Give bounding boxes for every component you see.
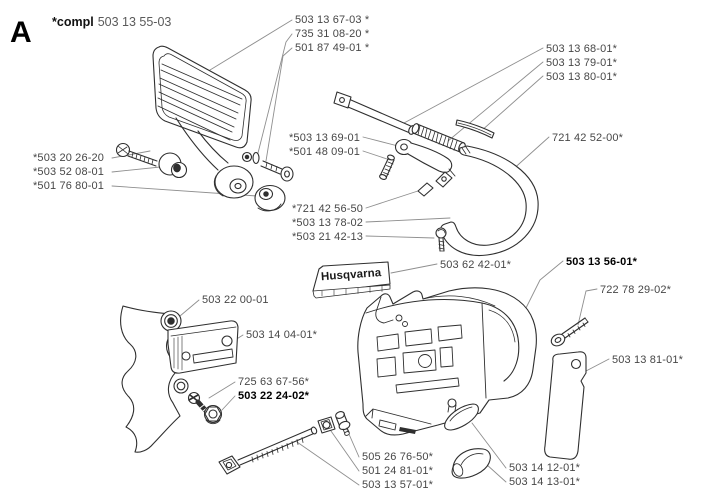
bumper-bolt-drawing <box>187 391 210 415</box>
hand-guard-drawing <box>152 45 254 199</box>
cover-bolt-drawing <box>550 317 589 347</box>
compl-prefix: *compl <box>52 15 94 29</box>
chain-guide-plate-drawing <box>544 351 587 460</box>
part-label-503-13-56-01: 503 13 56-01* <box>566 256 638 268</box>
part-label-503-13-78-02: *503 13 78-02 <box>292 217 364 229</box>
part-label-503-14-12-01: 503 14 12-01* <box>509 462 581 474</box>
part-label-503-13-79-01: 503 13 79-01* <box>546 57 618 69</box>
part-label-503-13-57-01: 503 13 57-01* <box>362 479 434 491</box>
part-label-735-31-08-20: 735 31 08-20 * <box>295 28 370 40</box>
part-label-503-21-42-13: *503 21 42-13 <box>292 231 364 243</box>
guard-grommet-drawing <box>158 152 188 179</box>
part-label-501-48-09-01: *501 48 09-01 <box>289 146 361 158</box>
part-label-503-14-13-01: 503 14 13-01* <box>509 476 581 488</box>
husqvarna-plate-drawing <box>312 261 391 299</box>
guard-bolt-drawing <box>260 160 294 182</box>
brake-rod-drawing <box>333 91 416 135</box>
bumper-screw-drawing <box>160 310 182 332</box>
part-label-503-13-80-01: 503 13 80-01* <box>546 71 618 83</box>
guard-screw-drawing <box>115 142 158 167</box>
part-label-501-87-49-01: 501 87 49-01 * <box>295 42 370 54</box>
bumper-nut-drawing <box>203 404 223 425</box>
part-label-503-13-81-01: 503 13 81-01* <box>612 354 684 366</box>
compl-number: 503 13 55-03 <box>97 15 172 29</box>
part-label-503-14-04-01: 503 14 04-01* <box>246 329 318 341</box>
band-clip-drawing <box>417 171 453 197</box>
tensioner-washer-drawing <box>317 416 336 434</box>
part-label-503-13-69-01: *503 13 69-01 <box>289 132 361 144</box>
brake-band-drawing <box>440 145 539 257</box>
cover-wedge-lower-drawing <box>451 448 491 479</box>
guard-pin-drawing <box>252 151 260 165</box>
part-label-503-52-08-01: *503 52 08-01 <box>33 166 105 178</box>
part-label-503-62-42-01: 503 62 42-01* <box>440 259 512 271</box>
cover-wedge-upper-drawing <box>444 398 479 431</box>
part-label-503-20-26-20: *503 20 26-20 <box>33 152 105 164</box>
band-screw-drawing <box>435 227 447 252</box>
part-label-503-22-00-01: 503 22 00-01 <box>202 294 269 306</box>
part-label-503-13-67-03: 503 13 67-03 * <box>295 14 370 26</box>
part-label-722-78-29-02: 722 78 29-02* <box>600 284 672 296</box>
part-label-721-42-52-00: 721 42 52-00* <box>552 132 624 144</box>
section-letter: A <box>10 16 32 49</box>
brake-stud-drawing <box>379 154 395 180</box>
part-label-503-13-68-01: 503 13 68-01* <box>546 43 618 55</box>
part-label-505-26-76-50: 505 26 76-50* <box>362 451 434 463</box>
bumper-bracket-drawing <box>167 320 239 374</box>
tensioner-bolt-drawing <box>218 426 318 475</box>
tensioner-sleeve-drawing <box>335 411 351 436</box>
bumper-washer-drawing <box>173 378 189 394</box>
part-label-501-76-80-01: *501 76 80-01 <box>33 180 105 192</box>
part-label-725-63-67-56: 725 63 67-56* <box>238 376 310 388</box>
guard-knob-drawing <box>254 184 286 212</box>
part-label-721-42-56-50: *721 42 56-50 <box>292 203 364 215</box>
brake-pin-drawing <box>455 119 495 139</box>
clutch-cover-drawing <box>357 287 537 436</box>
leader-lines <box>111 19 610 486</box>
part-label-503-22-24-02: 503 22 24-02* <box>238 390 310 402</box>
part-label-501-24-81-01: 501 24 81-01* <box>362 465 434 477</box>
